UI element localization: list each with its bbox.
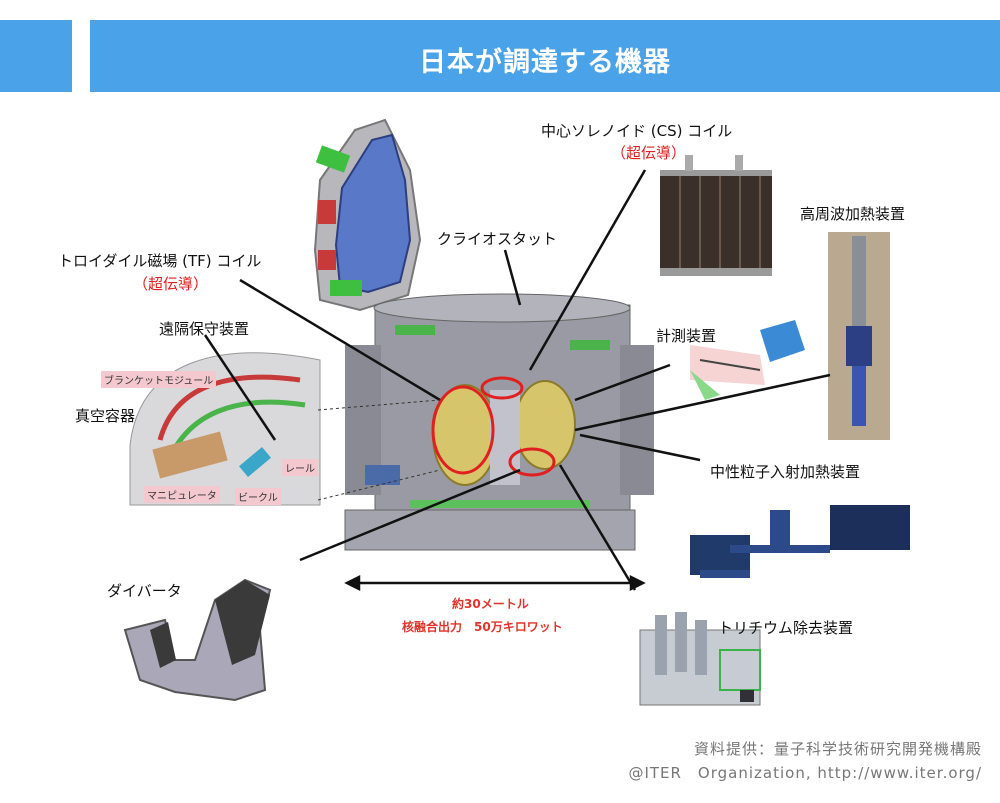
tf-superconducting-note: （超伝導） bbox=[133, 275, 209, 293]
leader-lines bbox=[203, 169, 831, 591]
tritium-plant-image bbox=[639, 612, 761, 706]
page-title: 日本が調達する機器 bbox=[419, 47, 671, 78]
vacuum-vessel-label: 真空容器 bbox=[75, 407, 136, 425]
nbi-label: 中性粒子入射加熱装置 bbox=[710, 463, 861, 481]
vehicle-label: ビークル bbox=[235, 488, 281, 505]
rf-heating-image bbox=[828, 232, 890, 440]
tritium-label: トリチウム除去装置 bbox=[718, 619, 854, 637]
credit-line-1: 資料提供：量子科学技術研究開発機構殿 bbox=[693, 740, 982, 758]
manipulator-label: マニピュレータ bbox=[144, 486, 220, 503]
inset-guide-lines bbox=[317, 399, 441, 501]
fusion-output-annotation: 核融合出力 50万キロワット bbox=[402, 620, 563, 634]
nbi-image bbox=[690, 505, 910, 578]
tf-coil-label: トロイダイル磁場 (TF) コイル bbox=[58, 252, 262, 270]
divertor-label: ダイバータ bbox=[107, 582, 182, 600]
cs-superconducting-note: （超伝導） bbox=[611, 144, 687, 162]
remote-handling-label: 遠隔保守装置 bbox=[159, 320, 250, 338]
diagnostics-label: 計測装置 bbox=[656, 327, 717, 345]
tf-coil-image bbox=[313, 118, 422, 312]
rf-heating-label: 高周波加熱装置 bbox=[800, 205, 906, 223]
cryostat-label: クライオスタット bbox=[437, 230, 558, 248]
blanket-module-label: ブランケットモジュール bbox=[101, 371, 217, 388]
diagnostics-image bbox=[690, 320, 805, 400]
rail-label: レール bbox=[282, 459, 318, 476]
credit-line-2: @ITER Organization, http://www.iter.org/ bbox=[628, 764, 982, 782]
size-annotation: 約30メートル bbox=[452, 597, 529, 611]
header-bar: 日本が調達する機器 bbox=[90, 20, 1000, 92]
cs-coil-image bbox=[660, 155, 772, 276]
dimension-arrow bbox=[344, 574, 646, 592]
header-accent-block bbox=[0, 20, 72, 92]
vacuum-vessel-image bbox=[129, 352, 321, 506]
cs-coil-label: 中心ソレノイド (CS) コイル bbox=[541, 122, 733, 140]
divertor-image bbox=[123, 578, 272, 702]
